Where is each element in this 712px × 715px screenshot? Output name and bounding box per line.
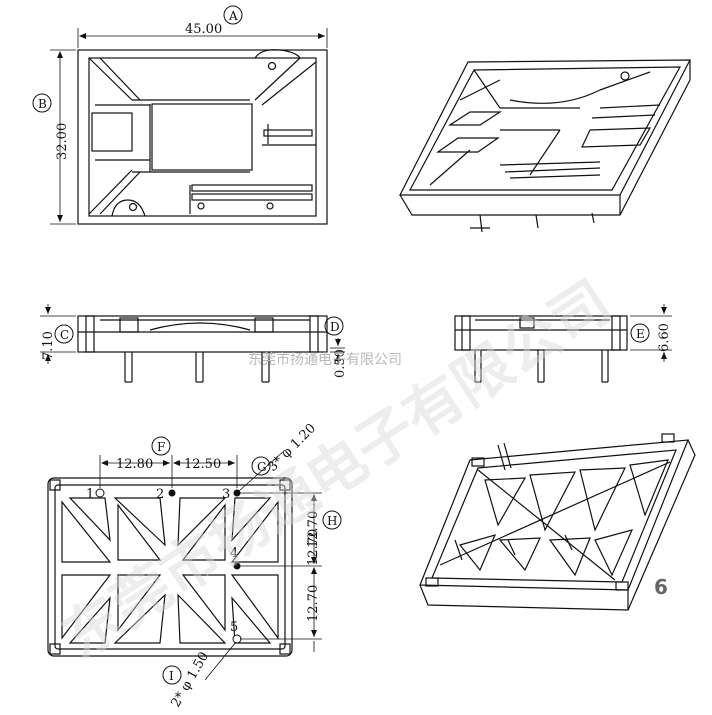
label-a: A <box>228 9 238 23</box>
iso-top-view <box>399 59 691 233</box>
dim-e-lines <box>630 304 672 362</box>
iso-bottom-view <box>419 433 696 611</box>
pin-number-3: 3 <box>222 487 230 502</box>
label-circle-c <box>54 324 74 344</box>
figure-number: 6 <box>654 575 668 599</box>
label-e: E <box>636 327 645 341</box>
dim-height-c: 7.10 <box>41 331 56 360</box>
hole-5 <box>232 634 242 644</box>
bottom-view <box>47 477 293 657</box>
dim-pitch-v3: 12.70 <box>306 585 321 622</box>
label-circle-a <box>223 5 243 25</box>
hole-1 <box>95 488 105 498</box>
hole-2 <box>168 489 176 497</box>
bottom-holes <box>95 488 242 644</box>
side-view-right <box>454 315 628 383</box>
label-c: C <box>60 328 69 342</box>
bottom-dim-lines <box>99 449 322 681</box>
label-d: D <box>330 320 340 334</box>
pin-number-1: 1 <box>86 487 94 502</box>
label-h: H <box>327 514 337 528</box>
label-circle-i <box>162 665 182 685</box>
side-view-left <box>77 315 328 383</box>
dim-height: 32.00 <box>55 123 70 160</box>
label-circle-h <box>322 510 342 530</box>
dim-pitch-1-2: 12.80 <box>116 457 153 472</box>
dim-pitch-v1: 12.70 <box>306 511 321 548</box>
watermark-small: 东莞市扬通电子有限公司 <box>248 351 402 368</box>
label-circle-g <box>251 456 271 476</box>
dim-height-e: 6.60 <box>657 323 672 352</box>
label-f: F <box>157 440 165 454</box>
pin-number-2: 2 <box>156 487 164 502</box>
label-circle-f <box>151 436 171 456</box>
dim-pitch-2-3: 12.50 <box>184 457 221 472</box>
dim-width: 45.00 <box>185 22 222 37</box>
label-g: G <box>257 460 267 474</box>
top-view <box>50 28 328 225</box>
label-circle-e <box>630 323 650 343</box>
pin-number-5: 5 <box>230 620 238 635</box>
label-circle-b <box>32 93 52 113</box>
label-circle-d <box>324 316 344 336</box>
pin-number-4: 4 <box>230 546 238 561</box>
dim-pin-d: 0.50 <box>333 349 348 378</box>
dim-pitch-v2: 12.70 <box>306 529 321 566</box>
dim-c-lines <box>40 304 345 364</box>
label-b: B <box>38 97 47 111</box>
label-i: I <box>169 669 174 683</box>
